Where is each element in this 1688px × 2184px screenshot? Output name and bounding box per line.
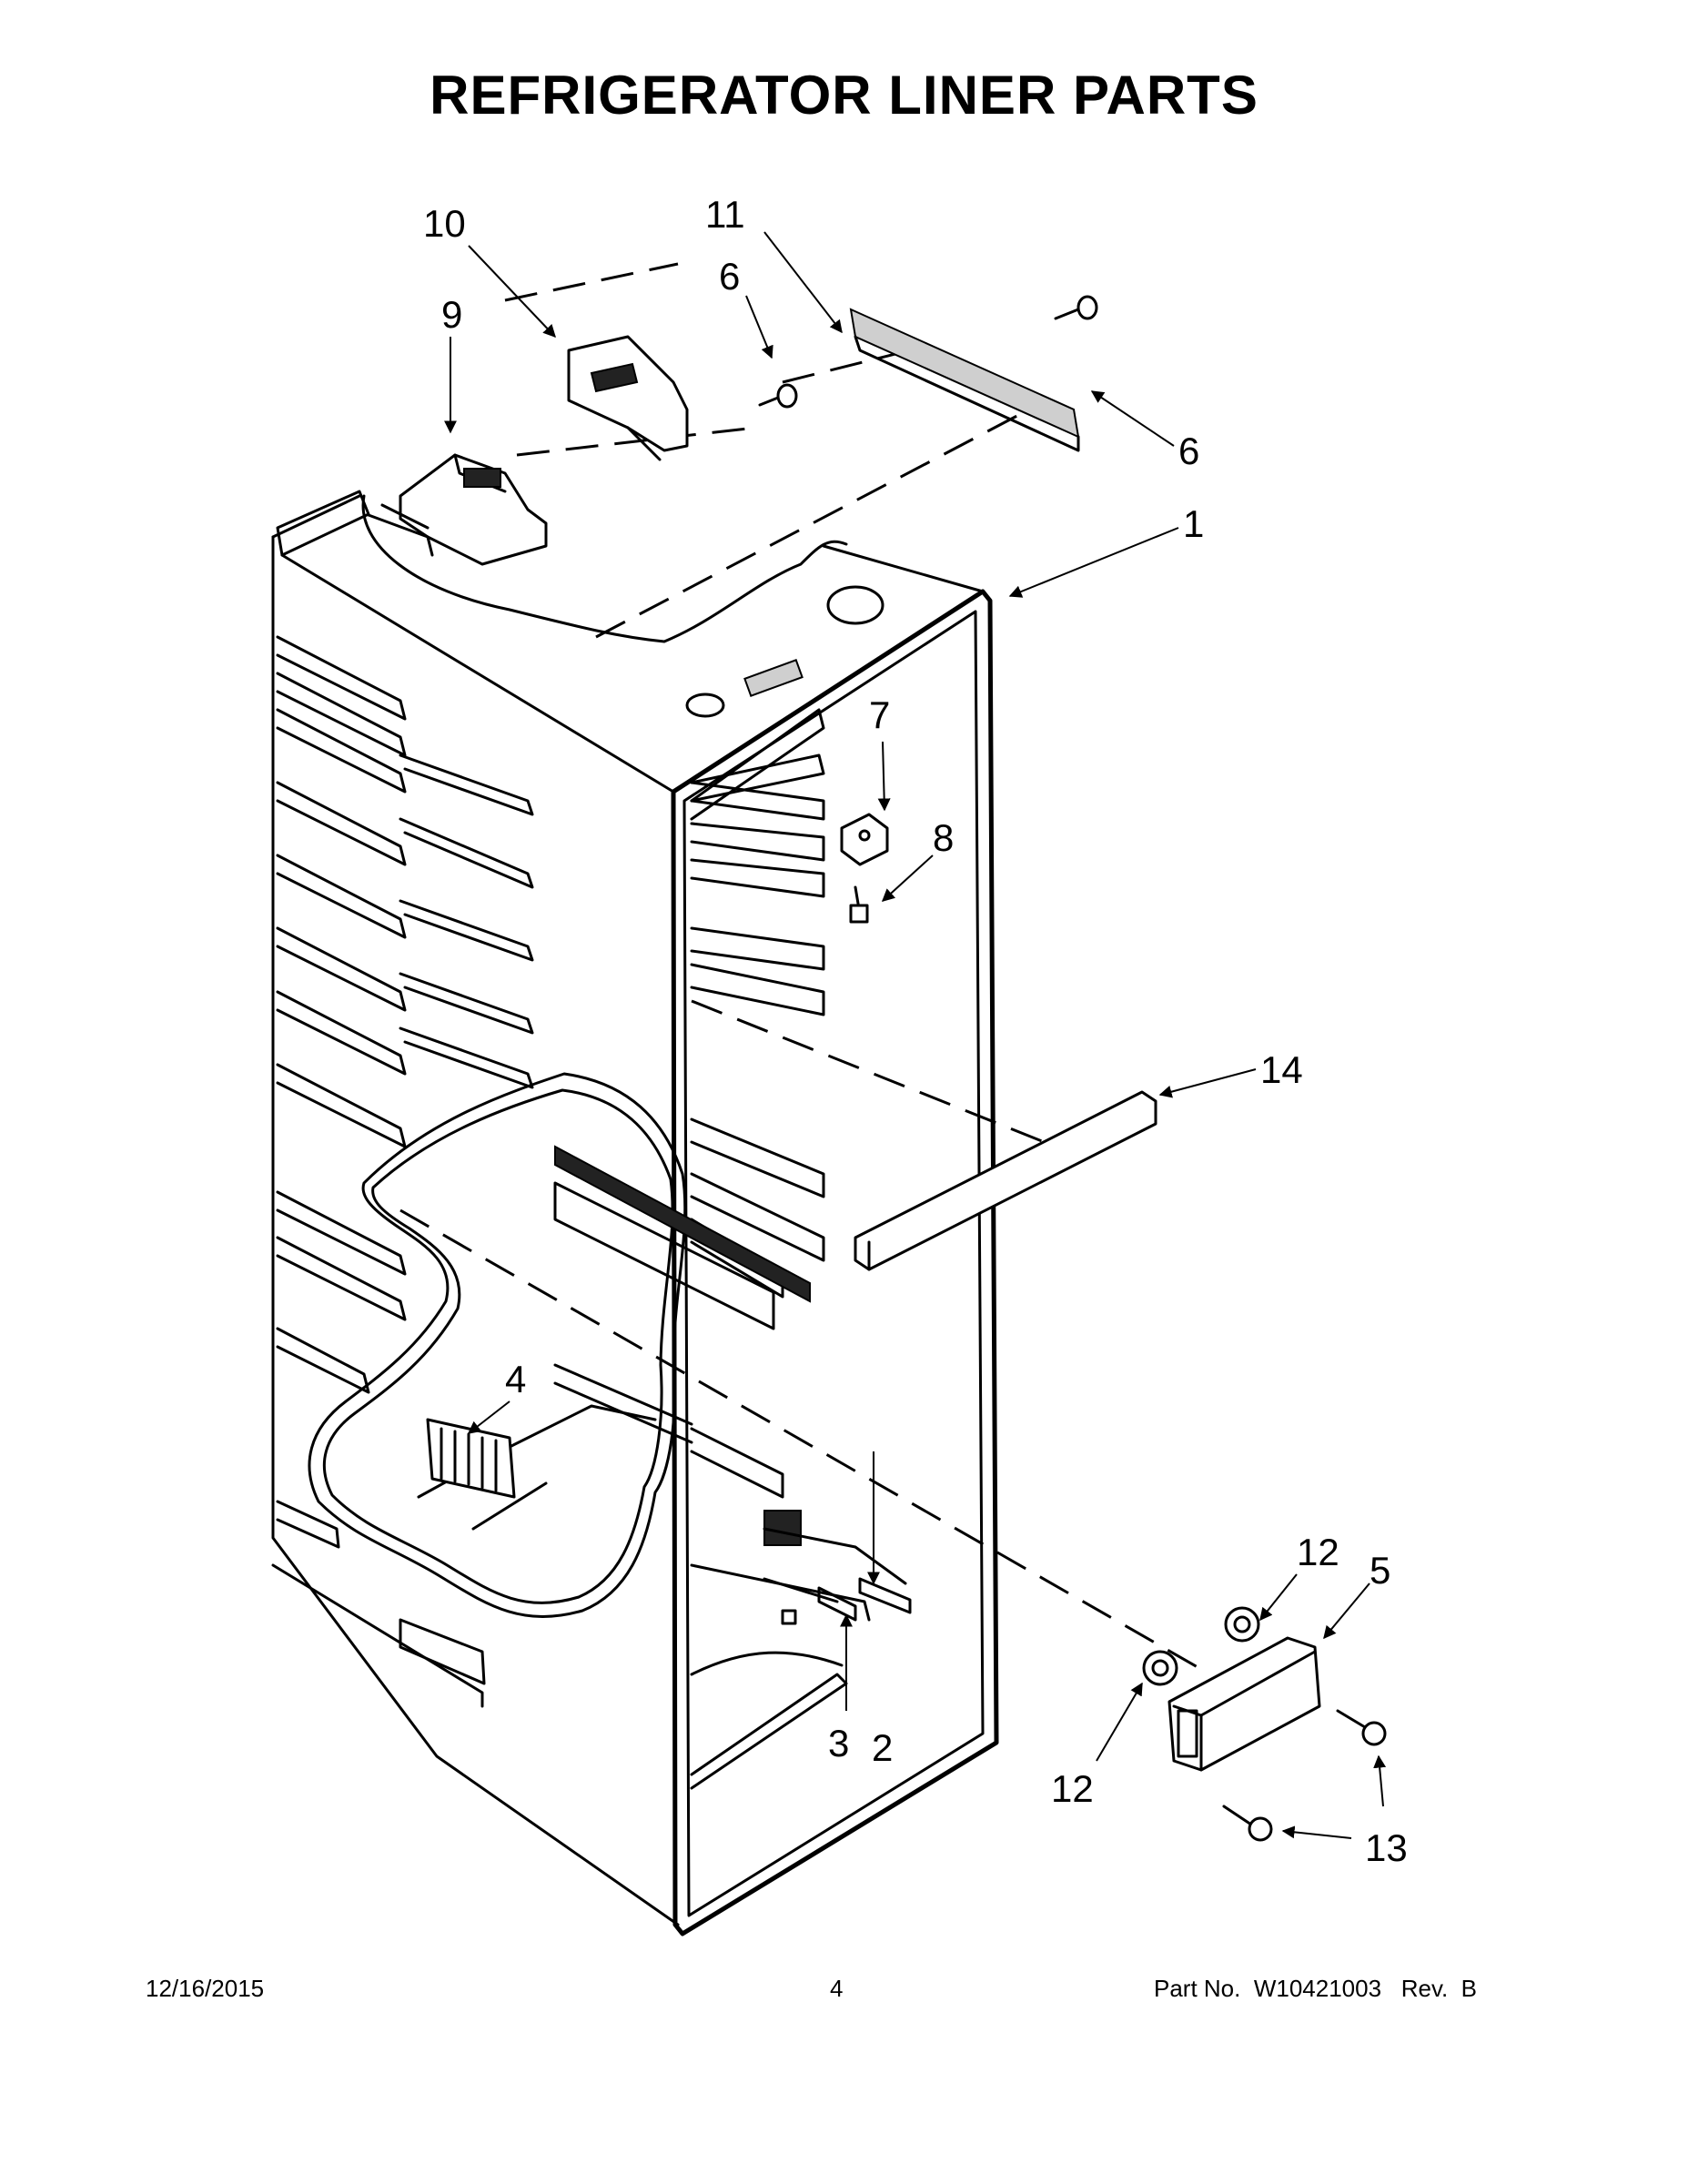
callout-3: 3 bbox=[828, 1722, 849, 1764]
callout-13: 13 bbox=[1365, 1826, 1408, 1869]
callout-7: 7 bbox=[869, 693, 890, 736]
callout-4: 4 bbox=[505, 1358, 526, 1400]
part-5-housing bbox=[1167, 1636, 1321, 1772]
callout-12-top: 12 bbox=[1297, 1531, 1339, 1573]
callout-12-bottom: 12 bbox=[1051, 1767, 1094, 1810]
left-shelf-rails bbox=[271, 635, 534, 1708]
part-8-screw bbox=[849, 885, 869, 924]
assembly-lines bbox=[399, 262, 1211, 1676]
callout-1: 1 bbox=[1183, 502, 1204, 545]
liner-part-1 bbox=[271, 490, 999, 1936]
callout-14: 14 bbox=[1260, 1048, 1303, 1091]
liner-cutaway bbox=[308, 1072, 811, 1618]
part-2-slot bbox=[858, 1577, 912, 1614]
callout-labels: 1 2 3 4 5 6 6 7 8 9 10 11 12 12 13 14 bbox=[423, 193, 1408, 1869]
callout-2: 2 bbox=[872, 1726, 893, 1769]
part-13-screw-bottom bbox=[1222, 1805, 1273, 1842]
part-12-grommet-left bbox=[1142, 1650, 1178, 1686]
part-13-screw-right bbox=[1336, 1709, 1387, 1746]
footer-date: 12/16/2015 bbox=[146, 1975, 265, 2002]
part-7-clip bbox=[840, 813, 889, 866]
leader-arrows bbox=[444, 231, 1387, 1839]
part-11-cover bbox=[849, 308, 1080, 452]
right-shelf-rails bbox=[690, 708, 871, 1622]
callout-8: 8 bbox=[933, 816, 954, 859]
callout-11: 11 bbox=[705, 193, 745, 236]
page-title: REFRIGERATOR LINER PARTS bbox=[430, 65, 1258, 126]
part-9-control bbox=[367, 453, 548, 566]
part-6-screw-left bbox=[758, 383, 798, 409]
part-3-slot bbox=[817, 1586, 857, 1622]
part-12-grommet-top bbox=[1224, 1606, 1260, 1643]
callout-5: 5 bbox=[1370, 1549, 1390, 1592]
callout-6-left: 6 bbox=[719, 255, 740, 298]
callout-10: 10 bbox=[423, 202, 466, 245]
callout-6-right: 6 bbox=[1178, 430, 1199, 472]
footer-part-number: Part No. W10421003 Rev. B bbox=[1154, 1975, 1478, 2002]
part-10-bracket bbox=[567, 335, 689, 461]
part-14-strip bbox=[854, 1090, 1157, 1271]
part-4-vent bbox=[426, 1418, 516, 1499]
footer-page-number: 4 bbox=[830, 1975, 844, 2002]
callout-9: 9 bbox=[441, 293, 462, 336]
part-6-screw-right bbox=[1054, 295, 1098, 320]
